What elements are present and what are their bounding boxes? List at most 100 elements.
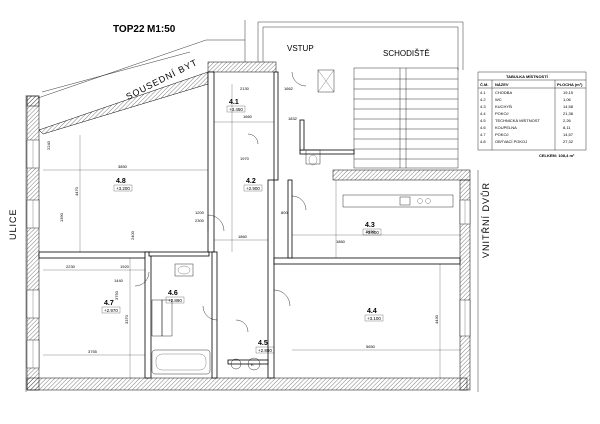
room-table-row: 4.6 KOUPELNA 8,11 — [480, 125, 571, 130]
dim-text: 5650 — [366, 229, 376, 234]
svg-text:OBÝVACÍ POKOJ: OBÝVACÍ POKOJ — [495, 139, 527, 144]
svg-text:4.3: 4.3 — [480, 104, 486, 109]
room-4-3: 4.3 +3.000 — [362, 222, 382, 236]
dim-text: 800 — [281, 210, 288, 215]
room-table-header-area: PLOCHA (m²) — [557, 82, 583, 87]
dim-text: 4430 — [434, 314, 439, 324]
bathroom-cabinets — [151, 299, 173, 337]
room-table-row: 4.3 KUCHYŇ 14,58 — [480, 104, 574, 109]
room-level: +3.200 — [116, 186, 130, 191]
dim-text: 2240 — [46, 140, 51, 150]
dim-text: 4470 — [74, 186, 79, 196]
dim-text: 1970 — [240, 156, 250, 161]
dim-text: 3750 — [114, 290, 119, 300]
room-number: 4.4 — [367, 308, 377, 315]
room-level: +3.000 — [365, 230, 379, 235]
svg-text:POKOJ: POKOJ — [495, 132, 509, 137]
bathtub — [151, 349, 211, 375]
room-table: TABULKA MÍSTNOSTÍ Č.M. NÁZEV PLOCHA (m²)… — [477, 71, 587, 158]
svg-text:27,32: 27,32 — [563, 139, 574, 144]
room-4-7: 4.7 +2.970 — [101, 300, 121, 314]
svg-text:4.6: 4.6 — [480, 125, 486, 130]
room-level: +3.450 — [229, 107, 243, 112]
svg-text:4.5: 4.5 — [480, 118, 486, 123]
dim-text: 3850 — [118, 164, 128, 169]
svg-text:TECHNICKÁ MÍSTNOST: TECHNICKÁ MÍSTNOST — [495, 118, 540, 123]
svg-text:4.8: 4.8 — [480, 139, 486, 144]
svg-text:19,15: 19,15 — [563, 90, 574, 95]
room-table-row: 4.8 OBÝVACÍ POKOJ 27,32 — [480, 139, 574, 144]
room-number: 4.6 — [168, 290, 178, 297]
room-table-header-name: NÁZEV — [495, 82, 509, 87]
room-number: 4.1 — [229, 99, 239, 106]
dimension-lines — [43, 84, 460, 378]
room-number: 4.5 — [258, 340, 268, 347]
drawing-title: TOP22 — [113, 24, 145, 35]
room-number: 4.8 — [116, 178, 126, 185]
room-level: +2.880 — [258, 348, 272, 353]
courtyard-label: VNITŘNÍ DVŮR — [480, 182, 491, 258]
svg-text:POKOJ: POKOJ — [495, 111, 509, 116]
interior-walls — [38, 71, 461, 379]
wc-fixture — [305, 149, 321, 166]
svg-text:4.7: 4.7 — [480, 132, 486, 137]
dim-text: 1660 — [243, 114, 253, 119]
svg-text:KUCHYŇ: KUCHYŇ — [495, 104, 512, 109]
svg-text:8,11: 8,11 — [563, 125, 571, 130]
dim-text: 1200 — [195, 210, 205, 215]
dim-text: 2230 — [66, 264, 76, 269]
room-number: 4.7 — [104, 300, 114, 307]
neighbor-boundary — [37, 20, 246, 99]
room-4-6: 4.6 +2.890 — [165, 290, 185, 304]
svg-text:1,06: 1,06 — [563, 97, 572, 102]
svg-text:2,26: 2,26 — [563, 118, 572, 123]
room-table-total: CELKEM: 108,4 m² — [539, 153, 575, 158]
dim-text: 5650 — [366, 344, 376, 349]
dim-text: 2300 — [195, 218, 205, 223]
room-table-row: 4.4 POKOJ 21,38 — [480, 111, 574, 116]
room-4-4: 4.4 +3.100 — [364, 308, 384, 322]
room-table-row: 4.7 POKOJ 14,57 — [480, 132, 574, 137]
svg-text:WC: WC — [495, 97, 502, 102]
room-table-header-no: Č.M. — [480, 82, 488, 87]
kitchen-counter — [342, 194, 454, 208]
svg-text:4.1: 4.1 — [480, 90, 486, 95]
washbasin — [174, 263, 194, 277]
svg-text:K: K — [251, 362, 254, 367]
room-table-row: 4.5 TECHNICKÁ MÍSTNOST 2,26 — [480, 118, 572, 123]
room-level: +2.890 — [168, 298, 182, 303]
dim-text: 1662 — [284, 86, 294, 91]
stairwell-boundary — [257, 21, 464, 70]
svg-text:CHODBA: CHODBA — [495, 90, 512, 95]
svg-text:14,58: 14,58 — [563, 104, 574, 109]
room-table-title: TABULKA MÍSTNOSTÍ — [506, 74, 549, 79]
svg-text:KOUPELNA: KOUPELNA — [495, 125, 517, 130]
svg-text:14,57: 14,57 — [563, 132, 574, 137]
dimension-texts: 3850 3755 5650 5650 1860 1832 2130 2230 … — [46, 86, 439, 354]
dim-text: 1440 — [114, 278, 124, 283]
room-number: 4.2 — [246, 178, 256, 185]
dim-text: 1920 — [120, 264, 130, 269]
room-level: +2.900 — [246, 186, 260, 191]
room-table-row: 4.1 CHODBA 19,15 — [480, 90, 574, 95]
room-level: +2.970 — [104, 308, 118, 313]
room-number: 4.3 — [365, 222, 375, 229]
dim-text: 2400 — [130, 230, 135, 240]
dim-text: 1832 — [288, 116, 298, 121]
doors — [134, 71, 307, 333]
entrance-label: VSTUP — [287, 44, 314, 53]
dim-text: 2130 — [240, 86, 250, 91]
dim-text: 3755 — [88, 349, 98, 354]
dim-text: 1860 — [336, 239, 346, 244]
svg-text:4.2: 4.2 — [480, 97, 486, 102]
svg-text:4.4: 4.4 — [480, 111, 486, 116]
windows-right — [459, 199, 471, 337]
outer-walls — [26, 61, 471, 391]
room-4-8: 4.8 +3.200 — [113, 178, 133, 192]
room-4-1: 4.1 +3.450 — [226, 99, 246, 113]
room-4-2: 4.2 +2.900 — [243, 178, 263, 192]
svg-text:21,38: 21,38 — [563, 111, 574, 116]
staircase — [353, 67, 459, 169]
dim-text: 3370 — [124, 314, 129, 324]
